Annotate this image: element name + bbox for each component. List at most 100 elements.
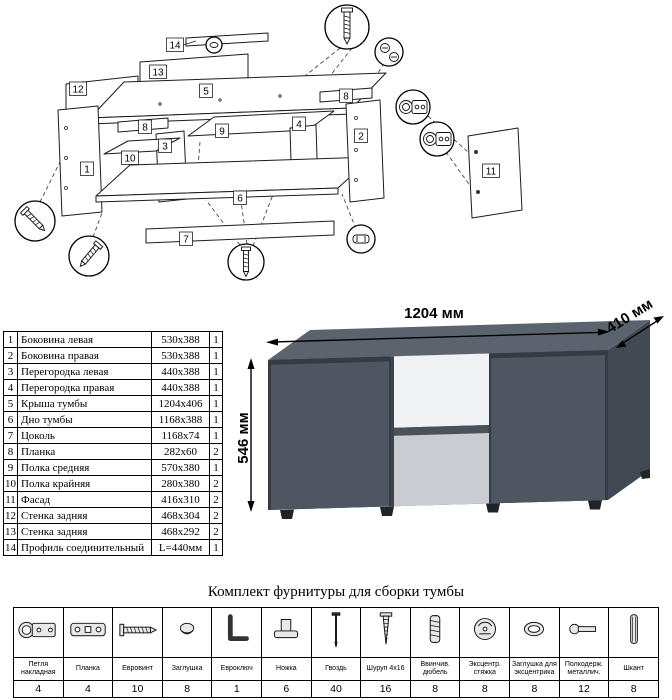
hardware-qty: 1 [211,680,263,698]
part-size-cell: 468x304 [151,507,210,524]
part-size-cell: 468x292 [151,523,210,540]
part-number-cell: 4 [3,379,18,396]
hardware-qty: 8 [161,680,213,698]
part-2-right-side-panel [345,99,385,203]
part-number-cell: 14 [3,539,18,556]
label-14-leader [182,40,197,46]
svg-text:6: 6 [237,194,243,205]
part-qty-cell: 2 [209,475,223,492]
part-qty-cell: 1 [209,363,223,380]
cabinet-render-section: 1204 мм 546 мм 410 мм [235,295,672,570]
part-label-8-right: 8 [339,88,353,103]
part-6-front-edge [95,187,339,203]
hardware-name: Шуруп 4x16 [360,657,411,681]
part-qty-cell: 1 [209,347,223,364]
plate-icon [70,622,106,637]
part-size-cell: 530x388 [151,331,210,348]
svg-text:14: 14 [169,41,181,52]
hardware-name: Гвоздь [310,657,362,681]
part-number-cell: 3 [3,363,18,380]
part-name-cell: Стенка задняя [17,507,152,524]
svg-text:4: 4 [296,120,302,131]
hardware-qty: 8 [459,680,511,698]
hardware-qty: 4 [62,680,114,698]
part-qty-cell: 2 [209,507,223,524]
hardware-qty: 6 [261,680,312,698]
svg-text:10: 10 [124,154,136,165]
part-label-10: 10 [121,150,139,165]
hardware-qtys-row: 4 4 10 8 1 6 40 16 8 8 8 12 8 [13,680,659,698]
part-name-cell: Перегородка правая [17,379,152,396]
cabinet-right-door [491,350,605,504]
part-label-14: 14 [166,37,184,52]
hardware-name: Ввинчив. дюбель [409,657,461,681]
svg-text:8: 8 [142,123,148,134]
part-size-cell: 416x310 [151,491,210,508]
part-size-cell: 280x380 [151,475,210,492]
part-number-cell: 11 [3,491,18,508]
part-size-cell: 282x60 [151,443,210,460]
part-name-cell: Полка средняя [17,459,152,476]
part-number-cell: 13 [3,523,18,540]
exploded-assembly-diagram: 1 2 3 4 5 6 7 8 8 9 10 11 12 13 14 [14,4,523,281]
height-dimension-label: 546 мм [238,412,252,463]
part-number-cell: 8 [3,443,18,460]
part-name-cell: Боковина правая [17,347,152,364]
part-number-cell: 9 [3,459,18,476]
hardware-qty: 8 [509,680,560,698]
angled-screw-icon [19,205,46,232]
part-name-cell: Профиль соединительный [17,539,152,556]
hardware-name: Заглушка [161,657,213,681]
hinge-mount-dots [474,150,480,194]
nail-icon [331,612,341,648]
part-name-cell: Полка крайняя [17,475,152,492]
hardware-qty: 4 [13,680,64,698]
part-size-cell: L=440мм [151,539,210,556]
angled-screw-icon [79,240,104,268]
part-qty-cell: 2 [209,443,223,460]
part-name-cell: Перегородка левая [17,363,152,380]
part-name-cell: Планка [17,443,152,460]
hexkey-icon [227,614,249,641]
hardware-section: Комплект фурнитуры для сборки тумбы [0,584,672,698]
cam-icon [473,618,496,641]
niche-lower-compartment [391,433,489,507]
part-qty-cell: 1 [209,331,223,348]
svg-text:2: 2 [358,132,364,143]
part-label-12: 12 [69,81,87,96]
hardware-name: Полкодерж. металлич. [558,657,610,681]
cap-icon [179,622,195,635]
svg-text:3: 3 [162,142,168,153]
leg-icon [274,619,299,639]
part-label-8-left: 8 [138,119,152,134]
svg-text:7: 7 [183,235,189,246]
part-number-cell: 5 [3,395,18,412]
cabinet-left-door [271,356,389,510]
hardware-name: Евровинт [112,657,163,681]
callout-caps-top [374,37,404,67]
part-qty-cell: 2 [209,523,223,540]
dowel-screw-icon [429,615,441,643]
hardware-qty: 16 [360,680,411,698]
hardware-name: Ножка [261,657,312,681]
svg-text:12: 12 [72,85,84,96]
part-7-plinth [145,220,335,244]
hardware-names-row: Петля накладная Планка Евровинт Заглушка… [13,657,659,681]
part-size-cell: 530x388 [151,347,210,364]
dowel-icon [352,234,370,244]
part-name-cell: Цоколь [17,427,152,444]
part-number-cell: 2 [3,347,18,364]
part-labels: 1 2 3 4 5 6 7 8 8 9 10 11 12 13 14 [69,37,500,246]
